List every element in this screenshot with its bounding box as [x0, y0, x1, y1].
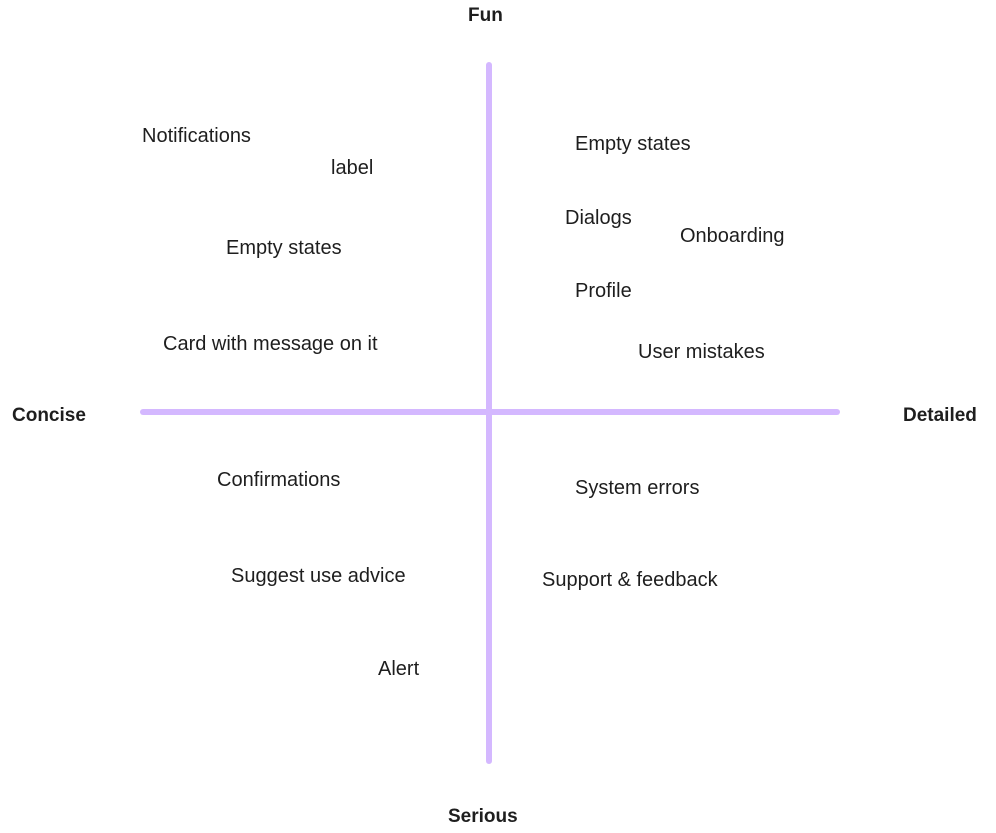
- item-notifications: Notifications: [142, 125, 251, 147]
- axis-label-top: Fun: [468, 5, 503, 26]
- item-support-feedback: Support & feedback: [542, 569, 718, 591]
- item-dialogs: Dialogs: [565, 207, 632, 229]
- item-onboarding: Onboarding: [680, 225, 785, 247]
- item-alert: Alert: [378, 658, 420, 680]
- item-system-errors: System errors: [575, 477, 700, 499]
- axis-label-bottom: Serious: [448, 806, 518, 827]
- item-empty-states-left: Empty states: [226, 237, 342, 259]
- item-empty-states-right: Empty states: [575, 133, 691, 155]
- item-suggest-use-advice: Suggest use advice: [231, 565, 406, 587]
- item-card-with-message: Card with message on it: [163, 333, 378, 355]
- axis-label-right: Detailed: [903, 405, 977, 426]
- item-label: label: [331, 157, 374, 179]
- item-confirmations: Confirmations: [217, 469, 341, 491]
- item-profile: Profile: [575, 280, 632, 302]
- vertical-axis: [486, 62, 492, 764]
- item-user-mistakes: User mistakes: [638, 341, 765, 363]
- axis-label-left: Concise: [12, 405, 86, 426]
